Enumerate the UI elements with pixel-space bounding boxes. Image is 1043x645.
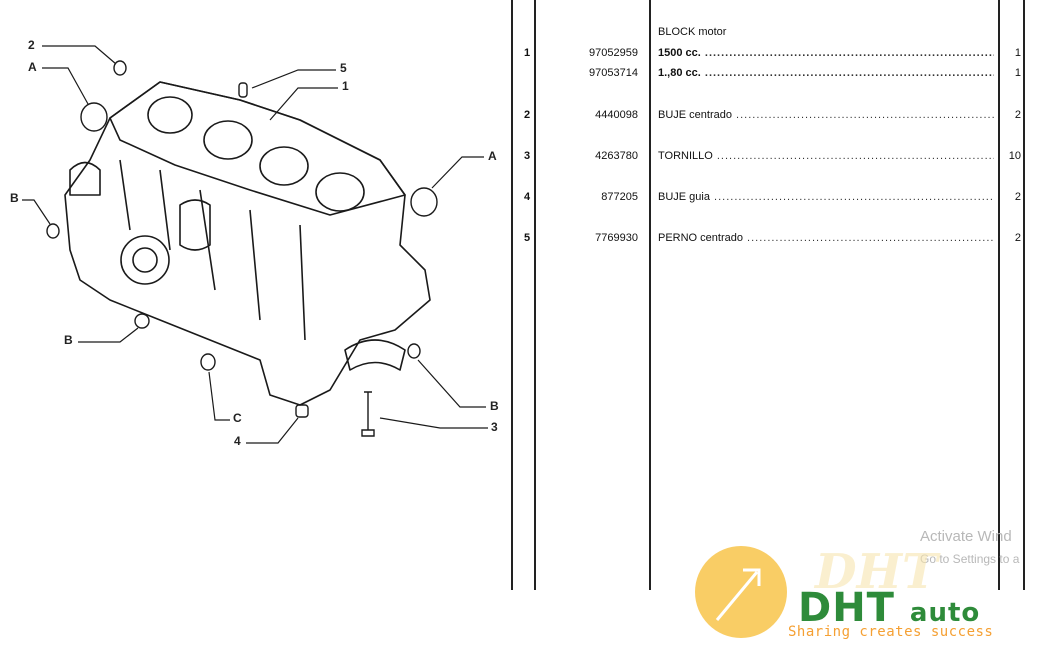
row-description-text: 1500 cc. xyxy=(658,47,701,59)
row-description: BUJE guia ..............................… xyxy=(658,191,994,203)
row-quantity: 2 xyxy=(1014,109,1021,121)
plug-A-right xyxy=(410,187,438,217)
bolt-3 xyxy=(361,391,375,437)
row-item-number: 1 xyxy=(523,47,531,59)
front-boss xyxy=(69,161,101,196)
leader-1 xyxy=(269,87,338,121)
callout-1: 1 xyxy=(342,79,349,93)
row-part-number: 7769930 xyxy=(595,232,638,244)
table-rule-part xyxy=(649,0,651,590)
plug-B-right xyxy=(407,343,421,359)
callout-C: C xyxy=(233,411,242,425)
callout-5: 5 xyxy=(340,61,347,75)
oil-filter-mount-inner xyxy=(132,247,158,273)
table-rule-left-1 xyxy=(511,0,513,590)
leader-2 xyxy=(42,45,117,65)
row-part-number: 4440098 xyxy=(595,109,638,121)
water-pump-housing xyxy=(179,199,211,251)
row-quantity: 1 xyxy=(1014,47,1021,59)
leader-4 xyxy=(246,417,299,444)
callout-B-right: B xyxy=(490,399,499,413)
watermark-line-2: Go to Settings to a xyxy=(920,552,1020,566)
callout-4: 4 xyxy=(234,434,241,448)
dowel-5 xyxy=(238,82,248,98)
logo-arrow-icon xyxy=(715,568,761,621)
row-part-number: 877205 xyxy=(601,191,638,203)
bushing-4 xyxy=(295,404,309,418)
row-description-text: TORNILLO xyxy=(658,150,713,162)
activation-watermark: Activate Wind Go to Settings to a xyxy=(920,526,1019,570)
row-part-number: 97053714 xyxy=(589,67,638,79)
callout-2: 2 xyxy=(28,38,35,52)
callout-B-center: B xyxy=(64,333,73,347)
row-leader-dots: ........................................… xyxy=(747,232,994,244)
row-leader-dots: ........................................… xyxy=(736,109,994,121)
bearing-cap xyxy=(344,339,406,371)
row-quantity: 1 xyxy=(1014,67,1021,79)
row-quantity: 2 xyxy=(1014,232,1021,244)
row-description-text: PERNO centrado xyxy=(658,232,743,244)
leader-C xyxy=(208,371,230,421)
leader-B-center xyxy=(78,327,139,343)
leader-3 xyxy=(379,417,488,429)
plug-A-left xyxy=(80,102,108,132)
deck-plane xyxy=(109,81,406,216)
cylinder-bore-2 xyxy=(203,120,253,160)
cylinder-bore-4 xyxy=(315,172,365,212)
leader-B-right xyxy=(417,359,486,408)
plug-B-center xyxy=(134,313,150,329)
row-quantity: 2 xyxy=(1014,191,1021,203)
row-part-number: 4263780 xyxy=(595,150,638,162)
logo-slogan: Sharing creates success xyxy=(788,624,994,640)
logo-ghost-text: DHT xyxy=(813,544,941,600)
logo-brand: DHT auto xyxy=(798,585,981,631)
callout-A-left: A xyxy=(28,60,37,74)
watermark-line-1: Activate Wind xyxy=(920,528,1012,545)
table-rule-desc xyxy=(998,0,1000,590)
callout-3: 3 xyxy=(491,420,498,434)
cylinder-bore-3 xyxy=(259,146,309,186)
site-logo: DHT xyxy=(695,544,941,638)
plug-C xyxy=(200,353,216,371)
block-outline xyxy=(64,81,431,406)
row-description-text: BUJE centrado xyxy=(658,109,732,121)
callout-A-right: A xyxy=(488,149,497,163)
row-leader-dots: ........................................… xyxy=(704,47,994,59)
cylinder-bore-1 xyxy=(147,96,193,134)
side-ribs xyxy=(119,159,306,341)
callout-B-left: B xyxy=(10,191,19,205)
engine-block-drawing xyxy=(22,45,488,444)
row-leader-dots: ........................................… xyxy=(716,150,994,162)
row-description: 1500 cc. ...............................… xyxy=(658,47,994,59)
row-item-number: 4 xyxy=(523,191,531,203)
oil-filter-mount xyxy=(120,235,170,285)
row-description: PERNO centrado .........................… xyxy=(658,232,994,244)
leader-5 xyxy=(251,69,336,89)
row-description-text: 1.,80 cc. xyxy=(658,67,701,79)
row-description: BUJE centrado ..........................… xyxy=(658,109,994,121)
table-rule-qty xyxy=(1023,0,1025,590)
leader-A-right xyxy=(431,156,484,189)
row-quantity: 10 xyxy=(1008,150,1021,162)
plug-B-left xyxy=(46,223,60,239)
table-rule-left-2 xyxy=(534,0,536,590)
row-description-text: BUJE guia xyxy=(658,191,710,203)
row-leader-dots: ........................................… xyxy=(704,67,994,79)
row-item-number: 5 xyxy=(523,232,531,244)
bushing-2 xyxy=(113,60,127,76)
leader-B-left xyxy=(22,199,51,225)
row-item-number: 2 xyxy=(523,109,531,121)
row-item-number: 3 xyxy=(523,150,531,162)
row-description: 1.,80 cc. ..............................… xyxy=(658,67,994,79)
leader-A-left xyxy=(42,67,89,105)
row-leader-dots: ........................................… xyxy=(714,191,994,203)
row-description: TORNILLO ...............................… xyxy=(658,150,994,162)
section-title: BLOCK motor xyxy=(658,26,727,38)
row-part-number: 97052959 xyxy=(589,47,638,59)
